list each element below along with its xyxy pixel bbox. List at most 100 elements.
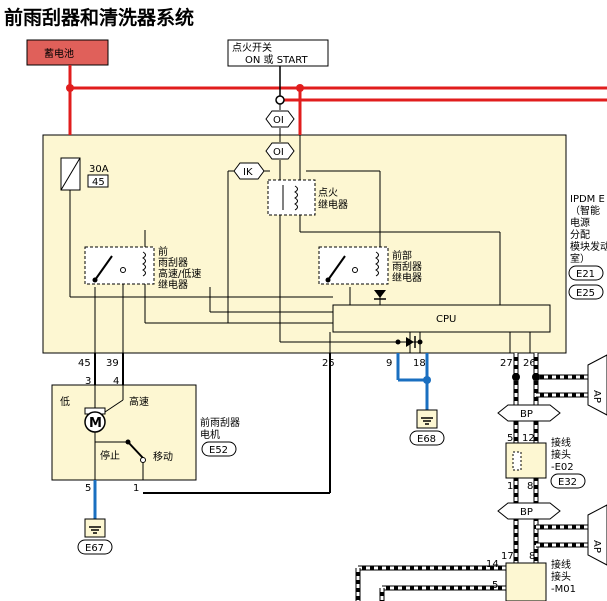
motor-pin-5: 5	[85, 483, 91, 494]
svg-text:E25: E25	[576, 288, 595, 299]
motor-name-2: 电机	[200, 428, 220, 441]
svg-text:E21: E21	[576, 269, 595, 280]
motor-high-label: 高速	[129, 395, 149, 408]
ground-e67-label: E67	[85, 543, 104, 554]
ignition-switch-label-1: 点火开关	[232, 41, 272, 54]
motor-name-1: 前雨刮器	[200, 416, 240, 429]
pin-25: 25	[322, 358, 335, 369]
ignition-switch-box	[227, 39, 329, 67]
joint-connector-m01: 14 17 8 5 接线 接头 -M01	[486, 551, 576, 601]
svg-text:雨刮器: 雨刮器	[392, 260, 422, 273]
battery-label: 蓄电池	[44, 47, 74, 60]
svg-text:AP: AP	[591, 390, 602, 403]
ipdm-label-6: 室）	[570, 252, 590, 265]
motor-pin-4: 4	[113, 376, 119, 387]
ground-e67: E67	[77, 518, 113, 555]
svg-text:高速/低速: 高速/低速	[158, 267, 201, 280]
svg-text:雨刮器: 雨刮器	[158, 256, 188, 269]
battery-junction	[66, 84, 74, 92]
svg-text:点火: 点火	[318, 187, 338, 199]
svg-text:-M01: -M01	[551, 584, 576, 595]
svg-text:前部: 前部	[392, 249, 412, 262]
ap-connector-upper: AP	[587, 354, 607, 416]
motor-pin-3: 3	[85, 376, 91, 387]
motor-connector-e52: E52	[201, 441, 237, 457]
ipdm-label-4: 分配	[570, 229, 590, 241]
svg-text:接线: 接线	[551, 558, 571, 571]
ignition-relay: 点火 继电器	[267, 179, 348, 216]
relay-diode	[374, 290, 386, 298]
svg-text:OI: OI	[273, 147, 284, 158]
bp-connector-upper: BP	[497, 404, 561, 422]
ipdm-label-2: （智能	[570, 204, 600, 217]
motor-low-label: 低	[60, 395, 70, 408]
svg-text:45: 45	[92, 177, 105, 188]
svg-text:IK: IK	[243, 167, 253, 178]
ground-e68-label: E68	[417, 434, 436, 445]
pin-18: 18	[413, 358, 426, 369]
motor-park-switch	[127, 441, 144, 459]
fuse-30a: 30A 45	[60, 157, 109, 191]
ignition-contact	[275, 66, 285, 105]
svg-text:17: 17	[501, 551, 514, 562]
pin-45: 45	[78, 358, 91, 369]
motor-switch-contact	[140, 457, 146, 463]
svg-text:OI: OI	[273, 115, 284, 126]
can-junction-2	[532, 373, 540, 381]
power-junction	[296, 84, 304, 92]
ground-e68: E68	[409, 409, 445, 446]
svg-text:AP: AP	[591, 540, 602, 553]
svg-text:BP: BP	[520, 507, 533, 518]
pin-26: 26	[523, 358, 536, 369]
joint-connector-e02: 5 12 1 8 接线 接头 -E02 E32	[505, 433, 586, 492]
svg-text:E52: E52	[209, 445, 228, 456]
ground-diode	[406, 337, 414, 347]
ap-connector-lower: AP	[587, 504, 607, 566]
pin-39: 39	[106, 358, 119, 369]
motor-stop-label: 停止	[100, 449, 120, 462]
ignition-switch-label-2: ON 或 START	[245, 54, 308, 66]
pin-9: 9	[386, 358, 392, 369]
svg-text:8: 8	[529, 551, 535, 562]
cpu-label: CPU	[436, 314, 456, 325]
motor-icon	[84, 411, 106, 433]
svg-text:E32: E32	[558, 477, 577, 488]
svg-text:接线: 接线	[551, 436, 571, 449]
ground-wires	[93, 353, 429, 527]
svg-text:继电器: 继电器	[318, 198, 348, 211]
battery-box	[26, 39, 109, 66]
ipdm-label-5: 模块发动	[570, 240, 607, 253]
svg-text:接头: 接头	[551, 570, 571, 583]
svg-text:12: 12	[522, 433, 535, 444]
oi-connector-lower: OI	[265, 142, 295, 160]
page-title: 前雨刮器和清洗器系统	[4, 6, 194, 29]
wiper-motor-box	[51, 384, 197, 481]
motor-feed-wires	[94, 353, 331, 494]
ipdm-connector-e21: E21	[568, 265, 604, 281]
svg-text:接头: 接头	[551, 448, 571, 461]
svg-text:前: 前	[158, 245, 168, 258]
svg-text:-E02: -E02	[551, 462, 574, 473]
svg-text:30A: 30A	[89, 164, 109, 175]
oi-connector-upper: OI	[265, 110, 295, 128]
svg-text:5: 5	[492, 580, 498, 591]
front-wiper-relay: 前部 雨刮器 继电器	[318, 246, 422, 285]
ipdm-label-1: IPDM E	[570, 194, 605, 205]
hi-lo-relay: 前 雨刮器 高速/低速 继电器	[84, 245, 201, 291]
svg-text:8: 8	[527, 481, 533, 492]
svg-text:继电器: 继电器	[392, 271, 422, 284]
can-junction-1	[512, 373, 520, 381]
cpu-box	[332, 304, 551, 333]
power-wires	[68, 65, 607, 135]
svg-text:BP: BP	[520, 409, 533, 420]
pin-27: 27	[500, 358, 513, 369]
ground-junction	[423, 376, 431, 384]
motor-symbol: M	[89, 416, 102, 431]
motor-move-label: 移动	[153, 450, 173, 463]
svg-text:5: 5	[507, 433, 513, 444]
svg-text:继电器: 继电器	[158, 278, 188, 291]
svg-text:1: 1	[507, 481, 513, 492]
ipdm-label-3: 电源	[570, 216, 590, 229]
ipdm-connector-e25: E25	[568, 284, 604, 300]
